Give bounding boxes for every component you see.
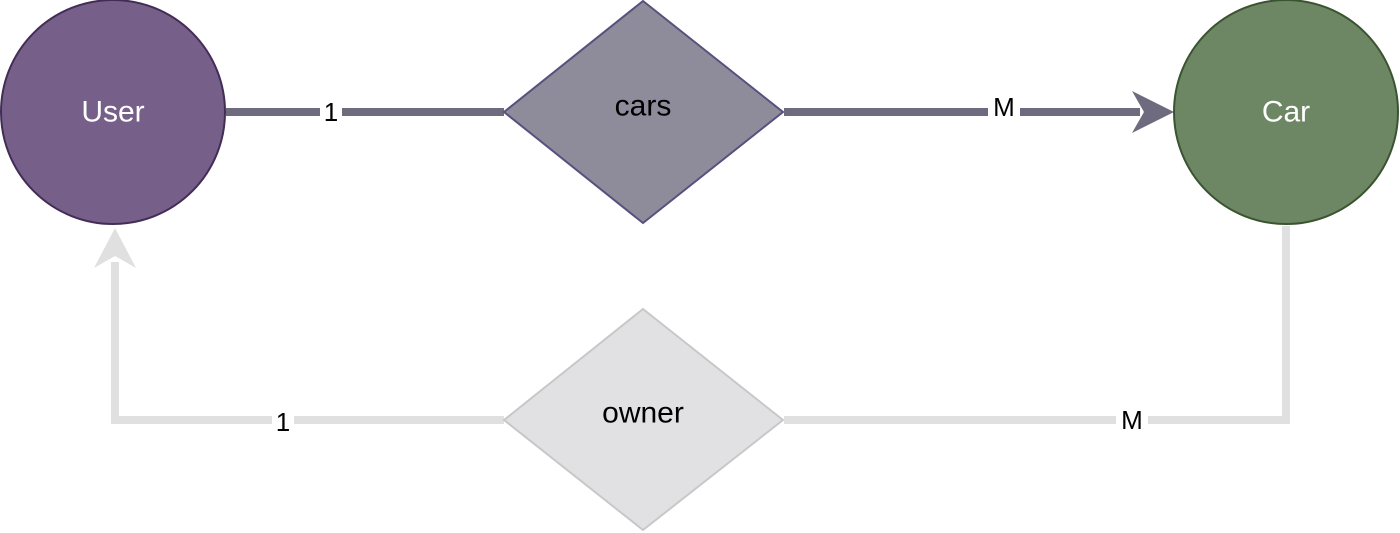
relationship-owner[interactable]: owner xyxy=(502,307,785,532)
edge-car-owner-label: M xyxy=(1121,405,1143,435)
relationship-owner-label: owner xyxy=(602,397,684,430)
relationship-cars[interactable]: cars xyxy=(502,0,785,225)
entity-car-shape xyxy=(1173,0,1399,225)
edge-cars-car-label: M xyxy=(993,92,1015,122)
relationship-owner-shape xyxy=(502,307,785,532)
relationship-cars-label: cars xyxy=(615,90,672,123)
entity-user-shape xyxy=(0,0,226,225)
entity-user[interactable]: User xyxy=(0,0,226,225)
entity-car-label: Car xyxy=(1262,96,1310,129)
edge-user-cars: 1 xyxy=(226,94,504,130)
edge-owner-user-label: 1 xyxy=(276,407,290,437)
edge-car-owner-line xyxy=(784,226,1290,424)
edge-cars-car-label-bg xyxy=(988,94,1020,130)
edge-car-owner: M xyxy=(784,226,1290,438)
edge-owner-user: 1 xyxy=(94,228,504,438)
edge-user-cars-label-bg xyxy=(320,94,342,130)
edge-owner-user-arrowhead xyxy=(94,228,136,268)
edge-car-owner-label-bg xyxy=(1116,402,1148,438)
edge-owner-user-label-bg xyxy=(272,402,294,438)
edge-cars-car-arrowhead xyxy=(1132,91,1174,133)
entity-car[interactable]: Car xyxy=(1173,0,1399,225)
entity-user-label: User xyxy=(81,96,144,129)
edge-owner-user-line xyxy=(111,262,504,424)
relationship-cars-shape xyxy=(502,0,785,225)
edge-user-cars-label: 1 xyxy=(324,97,338,127)
edge-cars-car: M xyxy=(784,91,1174,133)
